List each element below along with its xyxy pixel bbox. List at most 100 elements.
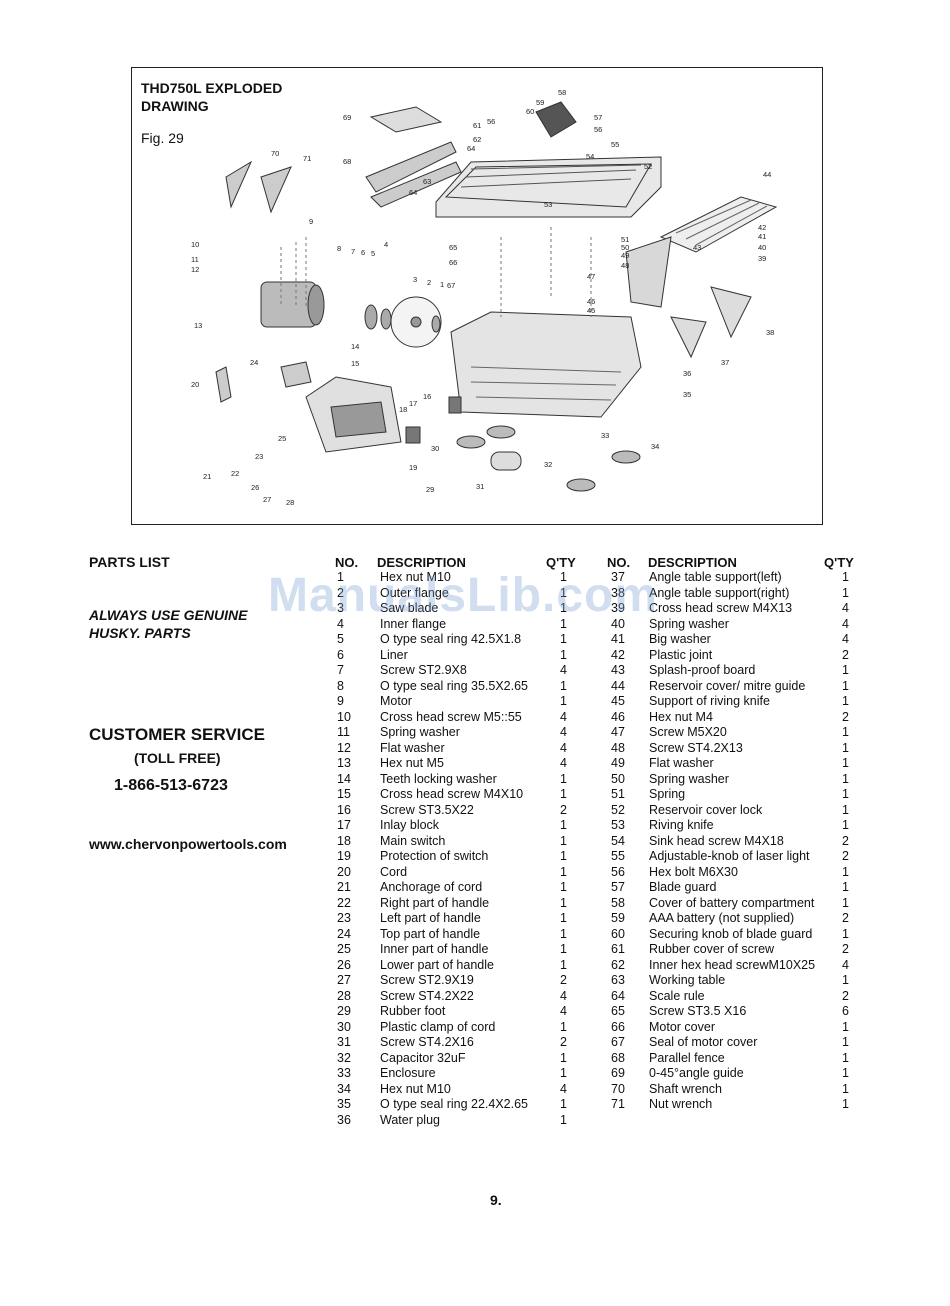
part-description: 0-45°angle guide bbox=[649, 1066, 744, 1080]
website-link[interactable]: www.chervonpowertools.com bbox=[89, 836, 287, 852]
svg-text:27: 27 bbox=[263, 495, 271, 504]
part-quantity: 1 bbox=[560, 601, 567, 615]
part-quantity: 1 bbox=[842, 973, 849, 987]
part-description: Flat washer bbox=[649, 756, 714, 770]
part-description: Spring washer bbox=[380, 725, 460, 739]
svg-text:4: 4 bbox=[384, 240, 388, 249]
svg-text:24: 24 bbox=[250, 358, 258, 367]
part-number: 64 bbox=[611, 988, 625, 1003]
part-number: 24 bbox=[337, 926, 351, 941]
part-description: Screw ST4.2X16 bbox=[380, 1035, 474, 1049]
figure-label: Fig. 29 bbox=[141, 130, 184, 146]
part-quantity: 1 bbox=[842, 1081, 849, 1096]
part-number: 32 bbox=[337, 1050, 351, 1065]
part-description: O type seal ring 35.5X2.65 bbox=[380, 678, 529, 693]
part-quantity: 2 bbox=[842, 942, 849, 956]
svg-text:68: 68 bbox=[343, 157, 351, 166]
svg-text:37: 37 bbox=[721, 358, 729, 367]
svg-text:50: 50 bbox=[621, 243, 629, 252]
part-quantity: 1 bbox=[842, 740, 849, 755]
part-quantity: 1 bbox=[842, 1019, 849, 1034]
header-no-right: NO. bbox=[607, 555, 631, 570]
part-description: Hex nut M10 bbox=[380, 570, 451, 584]
part-number: 23 bbox=[337, 911, 351, 925]
svg-text:58: 58 bbox=[558, 88, 566, 97]
part-number: 55 bbox=[611, 849, 625, 863]
part-number: 53 bbox=[611, 818, 625, 832]
part-description: Main switch bbox=[380, 833, 446, 848]
part-description: Anchorage of cord bbox=[380, 880, 483, 894]
part-quantity: 2 bbox=[560, 1035, 567, 1049]
part-description: Shaft wrench bbox=[649, 1081, 722, 1096]
part-quantity: 1 bbox=[842, 802, 849, 817]
part-quantity: 1 bbox=[560, 632, 567, 646]
part-number: 1 bbox=[337, 570, 344, 584]
part-number: 39 bbox=[611, 601, 625, 615]
part-quantity: 1 bbox=[842, 818, 849, 832]
part-quantity: 4 bbox=[842, 601, 849, 615]
part-quantity: 4 bbox=[842, 957, 849, 972]
part-description: Seal of motor cover bbox=[649, 1035, 758, 1049]
svg-text:39: 39 bbox=[758, 254, 766, 263]
part-number: 46 bbox=[611, 709, 625, 724]
part-description: Cross head screw M5::55 bbox=[380, 709, 522, 724]
part-quantity: 4 bbox=[560, 663, 567, 677]
part-number: 71 bbox=[611, 1097, 625, 1111]
part-description: Screw ST4.2X13 bbox=[649, 740, 743, 755]
part-description: Motor cover bbox=[649, 1019, 715, 1034]
part-description: Spring washer bbox=[649, 771, 729, 786]
part-description: Top part of handle bbox=[380, 926, 481, 941]
part-description: Cover of battery compartment bbox=[649, 895, 815, 910]
part-number: 35 bbox=[337, 1097, 351, 1111]
part-description: Securing knob of blade guard bbox=[649, 926, 813, 941]
part-number: 10 bbox=[337, 709, 351, 724]
part-description: Cross head screw M4X10 bbox=[380, 787, 524, 801]
part-number: 33 bbox=[337, 1066, 351, 1080]
part-quantity: 2 bbox=[560, 973, 567, 987]
part-quantity: 1 bbox=[842, 864, 849, 879]
svg-text:49: 49 bbox=[621, 251, 629, 260]
svg-text:25: 25 bbox=[278, 434, 286, 443]
part-quantity: 4 bbox=[560, 725, 567, 739]
part-number: 18 bbox=[337, 833, 351, 848]
part-quantity: 2 bbox=[842, 911, 849, 925]
part-number: 50 bbox=[611, 771, 625, 786]
svg-text:71: 71 bbox=[303, 154, 311, 163]
part-number: 61 bbox=[611, 942, 625, 956]
svg-text:31: 31 bbox=[476, 482, 484, 491]
svg-text:8: 8 bbox=[337, 244, 341, 253]
part-number: 69 bbox=[611, 1066, 625, 1080]
part-description: Screw ST3.5 X16 bbox=[649, 1004, 747, 1018]
part-number: 63 bbox=[611, 973, 625, 987]
svg-text:56: 56 bbox=[487, 117, 495, 126]
part-description: Right part of handle bbox=[380, 895, 490, 910]
part-quantity: 1 bbox=[842, 787, 849, 801]
svg-text:66: 66 bbox=[449, 258, 457, 267]
part-number: 30 bbox=[337, 1019, 351, 1034]
svg-text:64: 64 bbox=[467, 144, 475, 153]
part-quantity: 1 bbox=[560, 616, 567, 631]
part-number: 27 bbox=[337, 973, 351, 987]
part-number: 8 bbox=[337, 678, 344, 693]
header-description-right: DESCRIPTION bbox=[648, 555, 737, 570]
svg-text:19: 19 bbox=[409, 463, 417, 472]
part-number: 9 bbox=[337, 694, 344, 708]
